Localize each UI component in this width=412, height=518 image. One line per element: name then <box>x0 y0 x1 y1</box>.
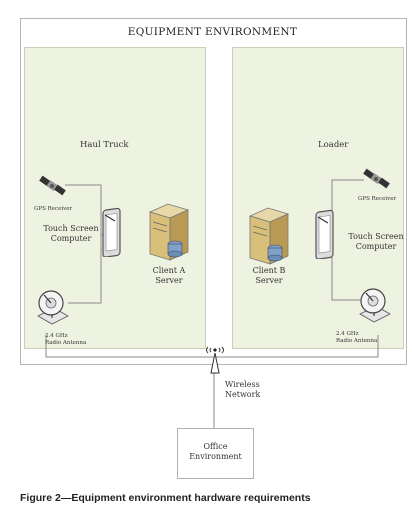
left-antenna-line2: Radio Antenna <box>45 340 87 346</box>
client-a-line2: Server <box>155 276 183 285</box>
gps-receiver-icon-right <box>363 168 390 189</box>
left-touch-line2: Computer <box>50 234 92 243</box>
left-antenna-label: 2.4 GHz Radio Antenna <box>45 333 86 347</box>
office-environment-label: Office Environment <box>177 442 254 462</box>
office-line2: Environment <box>189 452 242 461</box>
radio-link-line <box>45 335 379 358</box>
left-antenna-line1: 2.4 GHz <box>45 333 68 339</box>
right-touch-line1: Touch Screen <box>348 232 404 241</box>
right-gps-label: GPS Receiver <box>358 196 397 202</box>
right-touch-line2: Computer <box>355 242 397 251</box>
client-a-line1: Client A <box>152 266 186 275</box>
right-touch-screen-label: Touch Screen Computer <box>345 232 407 252</box>
wireless-line2: Network <box>225 390 261 399</box>
diagram-title: EQUIPMENT ENVIRONMENT <box>127 26 298 38</box>
haul-truck-label: Haul Truck <box>80 140 129 150</box>
client-b-line2: Server <box>255 276 283 285</box>
wireless-network-label: Wireless Network <box>225 380 260 400</box>
wireless-line1: Wireless <box>225 380 260 389</box>
office-environment-box <box>177 428 254 479</box>
touch-screen-computer-icon-right <box>315 209 334 259</box>
client-b-server-label: Client B Server <box>244 266 294 286</box>
office-line1: Office <box>203 442 228 451</box>
left-touch-line1: Touch Screen <box>43 224 99 233</box>
client-b-server-icon <box>248 207 290 265</box>
left-gps-label: GPS Receiver <box>34 206 73 212</box>
right-antenna-line2: Radio Antenna <box>336 338 378 344</box>
radio-antenna-icon <box>37 290 69 325</box>
figure-caption: Figure 2—Equipment environment hardware … <box>20 492 311 504</box>
gps-receiver-icon <box>39 175 66 196</box>
client-a-server-label: Client A Server <box>144 266 194 286</box>
right-antenna-label: 2.4 GHz Radio Antenna <box>336 331 377 345</box>
touch-screen-computer-icon <box>102 207 121 257</box>
radio-antenna-icon-right <box>359 288 391 323</box>
loader-label: Loader <box>318 140 349 150</box>
client-b-line1: Client B <box>252 266 286 275</box>
client-a-server-icon <box>148 203 190 261</box>
wireless-tower-icon <box>206 346 224 374</box>
left-bus-line <box>65 184 102 304</box>
right-antenna-line1: 2.4 GHz <box>336 331 359 337</box>
left-touch-screen-label: Touch Screen Computer <box>40 224 102 244</box>
